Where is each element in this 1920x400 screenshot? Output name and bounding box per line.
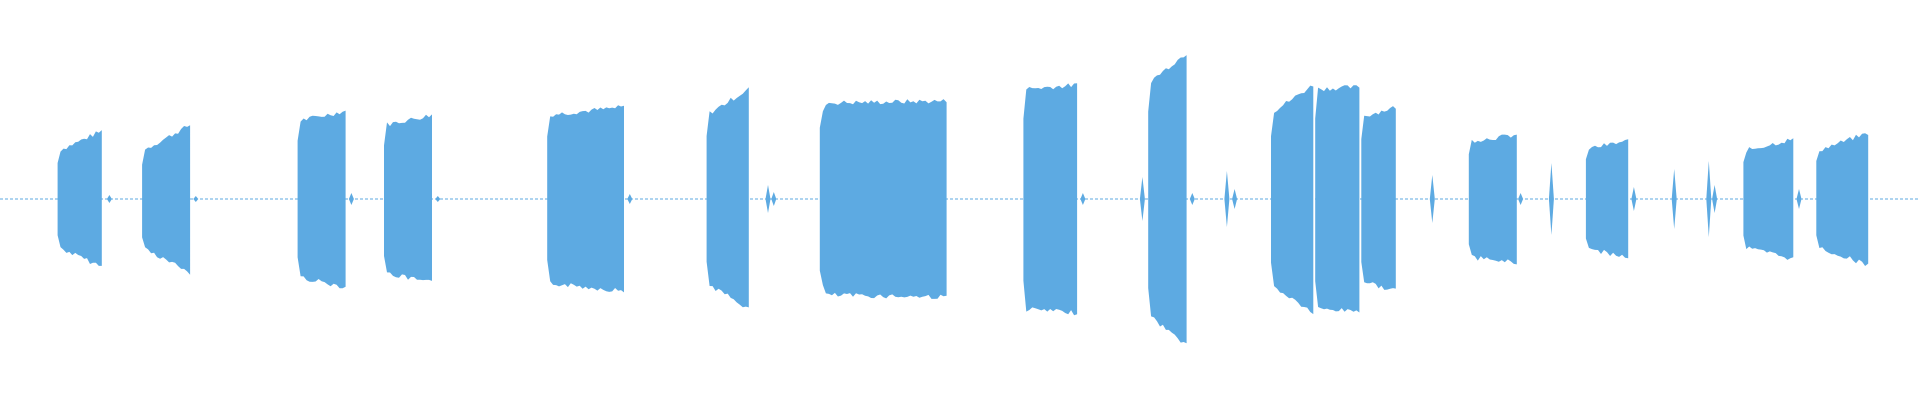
waveform-blip [1139,177,1145,221]
waveform-blip [1631,187,1637,211]
waveform-blip [1671,169,1677,229]
waveform-segment [142,125,191,275]
waveform-segment [547,105,624,293]
waveform-blip [1712,185,1718,213]
waveform-segment [1585,139,1629,259]
waveform-blip [1518,193,1524,205]
waveform-blip [1080,193,1086,205]
waveform-blip [765,185,771,213]
waveform-segment [1271,85,1314,315]
waveform-blip [1224,171,1230,227]
waveform-blip [1429,175,1435,223]
waveform-segment [57,130,102,266]
waveform-segment [384,114,432,281]
waveform-blip [627,194,633,204]
waveform-blip [106,195,112,203]
waveform-blip [771,192,777,206]
waveform-blip [435,196,441,202]
waveform-segments [57,55,1869,344]
waveform-segment [1023,83,1078,316]
waveform-blip [1189,193,1195,205]
waveform-blip [348,193,354,205]
waveform-segment [297,110,346,289]
waveform-segment [1816,133,1869,266]
waveform-blip [1232,189,1238,209]
waveform-blip [1706,161,1712,237]
waveform-blip [1548,163,1554,235]
waveform-segment [1361,106,1396,290]
waveform-segment [706,87,749,308]
waveform-blip [1796,189,1802,209]
waveform-blips [106,161,1802,237]
waveform-segment [1315,85,1360,313]
waveform-segment [1468,134,1517,265]
waveform-blip [193,196,199,202]
waveform-segment [1148,55,1187,344]
waveform-segment [1743,138,1794,260]
waveform-segment [819,99,947,299]
